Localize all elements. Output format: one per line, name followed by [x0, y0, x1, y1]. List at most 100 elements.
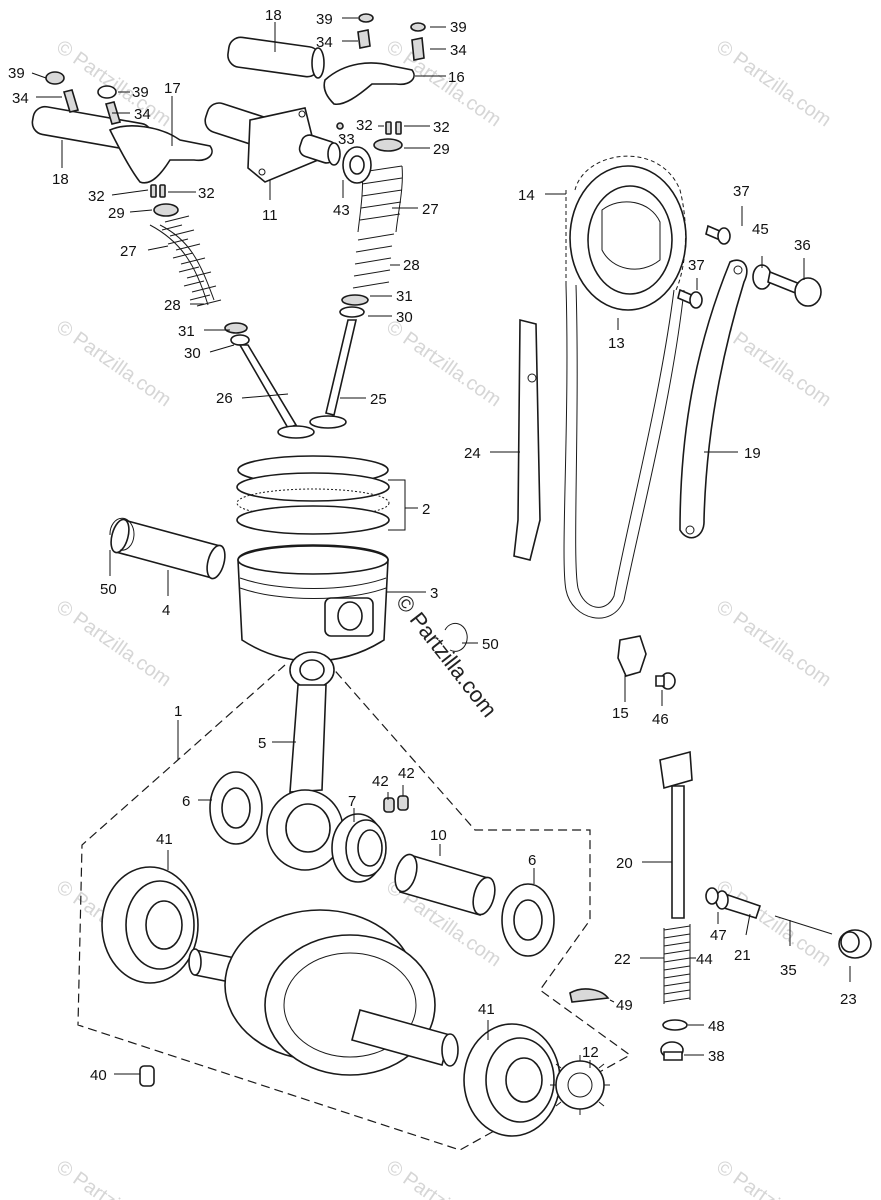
callout-13: 13	[608, 335, 625, 352]
adjusting-nut-top-right	[410, 22, 426, 32]
watermark-tile: © Partzilla.com	[712, 1156, 835, 1200]
callout-43: 43	[333, 202, 350, 219]
oil-seal-small	[336, 122, 344, 130]
callout-44: 44	[696, 951, 713, 968]
callout-24: 24	[464, 445, 481, 462]
callout-41: 41	[156, 831, 173, 848]
adjusting-screw-top-center	[357, 29, 371, 49]
needle-bearing	[331, 813, 387, 883]
tensioner-sealing-bolt	[660, 1041, 684, 1061]
connecting-rod	[266, 651, 344, 871]
rocker-arm-upper	[323, 62, 415, 106]
callout-16: 16	[448, 69, 465, 86]
callout-28: 28	[164, 297, 181, 314]
piston-pin	[110, 518, 226, 580]
callout-28: 28	[403, 257, 420, 274]
callout-21: 21	[734, 947, 751, 964]
callout-39: 39	[450, 19, 467, 36]
valve-cotter-d	[159, 184, 166, 198]
callout-41: 41	[478, 1001, 495, 1018]
callout-32: 32	[356, 117, 373, 134]
sprocket-bolt-lower	[677, 288, 703, 309]
callout-37: 37	[733, 183, 750, 200]
callout-33: 33	[338, 131, 355, 148]
cam-sprocket	[569, 165, 687, 311]
knock-pin-b	[397, 795, 409, 811]
rocker-arm-lower	[108, 125, 213, 184]
crankshaft-assembly-outline	[77, 664, 632, 1151]
main-bearing-left	[101, 866, 199, 984]
crank-pin	[394, 853, 496, 917]
watermark-tile: © Partzilla.com	[52, 1156, 175, 1200]
callout-29: 29	[108, 205, 125, 222]
callout-14: 14	[518, 187, 535, 204]
callout-labels: 18 39 34 39 34 16 39 34 39 17 34 33 32 3…	[8, 7, 857, 1084]
callout-48: 48	[708, 1018, 725, 1035]
callout-3: 3	[430, 585, 438, 602]
chain-tensioner-arm	[679, 259, 748, 539]
intake-valve	[238, 344, 315, 439]
main-bearing-right	[463, 1023, 561, 1137]
callout-36: 36	[794, 237, 811, 254]
callout-18: 18	[52, 171, 69, 188]
callout-19: 19	[744, 445, 761, 462]
callout-32: 32	[433, 119, 450, 136]
callout-39: 39	[8, 65, 25, 82]
watermark-tile: © Partzilla.com	[52, 316, 175, 411]
callout-37: 37	[688, 257, 705, 274]
callout-46: 46	[652, 711, 669, 728]
thrust-washer-right	[501, 883, 555, 957]
callout-50: 50	[482, 636, 499, 653]
leader-lines	[31, 17, 851, 1075]
tensioner-oring	[705, 887, 719, 905]
watermark-tile: © Partzilla.com	[382, 316, 505, 411]
callout-40: 40	[90, 1067, 107, 1084]
tensioner-pivot-bolt	[752, 264, 822, 307]
callout-15: 15	[612, 705, 629, 722]
callout-26: 26	[216, 390, 233, 407]
callout-25: 25	[370, 391, 387, 408]
callout-47: 47	[710, 927, 727, 944]
dowel-pin	[139, 1065, 155, 1087]
callout-27: 27	[120, 243, 137, 260]
callout-31: 31	[178, 323, 195, 340]
callout-12: 12	[582, 1044, 599, 1061]
tensioner-lock-bolt	[774, 915, 833, 935]
piston-pin-clip-right	[444, 622, 468, 652]
callout-32: 32	[88, 188, 105, 205]
callout-34: 34	[316, 34, 333, 51]
valve-cotter-c	[150, 184, 157, 198]
callout-31: 31	[396, 288, 413, 305]
callout-30: 30	[184, 345, 201, 362]
callout-42: 42	[398, 765, 415, 782]
callout-7: 7	[348, 793, 356, 810]
callout-49: 49	[616, 997, 633, 1014]
callout-45: 45	[752, 221, 769, 238]
callout-1: 1	[174, 703, 182, 720]
watermark-tile: © Partzilla.com	[52, 596, 175, 691]
piston-rings	[236, 455, 390, 535]
crankshaft-flywheel	[188, 909, 459, 1076]
tensioner-push-rod	[659, 750, 693, 919]
cam-chain	[563, 155, 686, 619]
tensioner-cap-nut	[838, 929, 872, 959]
callout-20: 20	[616, 855, 633, 872]
callout-17: 17	[164, 80, 181, 97]
callout-39: 39	[316, 11, 333, 28]
knock-pin-a	[383, 797, 395, 813]
adjusting-nut-mid	[97, 85, 117, 99]
callout-6: 6	[182, 793, 190, 810]
callout-2: 2	[422, 501, 430, 518]
callout-18: 18	[265, 7, 282, 24]
callout-38: 38	[708, 1048, 725, 1065]
callout-34: 34	[134, 106, 151, 123]
watermark-tile: © Partzilla.com	[712, 596, 835, 691]
callout-10: 10	[430, 827, 447, 844]
center-watermark: © Partzilla.com	[391, 590, 502, 722]
adjusting-nut-top-center	[358, 13, 374, 23]
tensioner-washer	[662, 1019, 688, 1031]
adjusting-screw-top-right	[411, 37, 425, 61]
callout-50: 50	[100, 581, 117, 598]
callout-42: 42	[372, 773, 389, 790]
